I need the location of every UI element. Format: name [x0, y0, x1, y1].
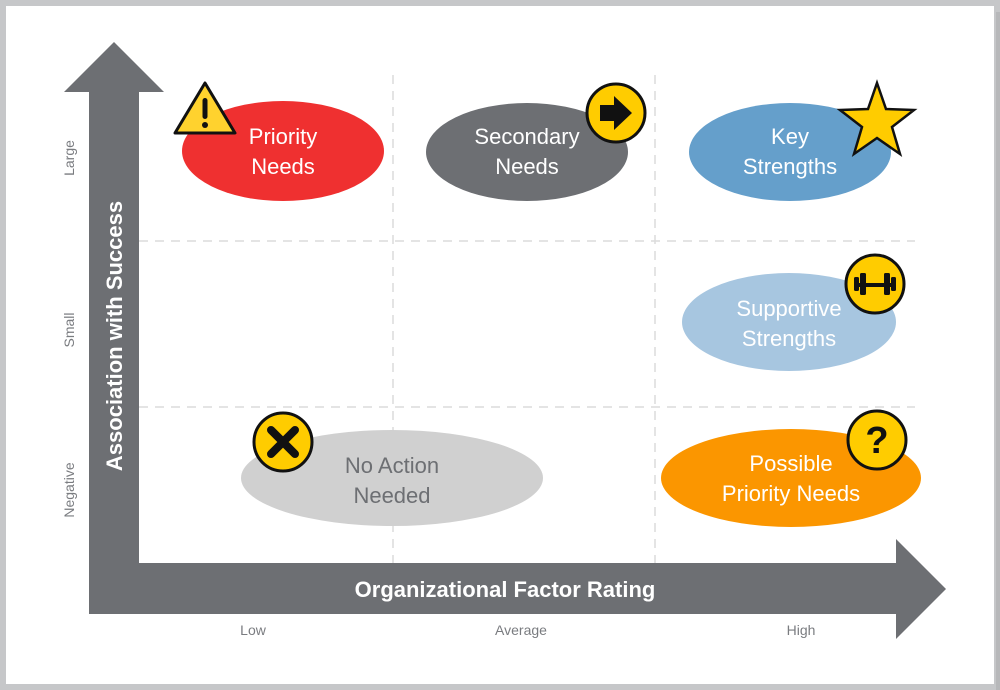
y-tick-large: Large [61, 140, 77, 176]
category-supportive-strengths: Supportive Strengths [682, 253, 906, 371]
priority-needs-label-line2: Needs [251, 154, 315, 179]
no-action-needed-label-line2: Needed [353, 483, 430, 508]
key-strengths-label-line1: Key [771, 124, 809, 149]
y-tick-negative: Negative [61, 462, 77, 517]
supportive-strengths-bubble [682, 273, 896, 371]
no-action-needed-label-line1: No Action [345, 453, 439, 478]
y-axis-arrow [64, 42, 164, 614]
dumbbell-icon [844, 253, 906, 315]
supportive-strengths-label-line1: Supportive [736, 296, 841, 321]
secondary-needs-bubble [426, 103, 628, 201]
y-tick-small: Small [61, 312, 77, 347]
key-strengths-label-line2: Strengths [743, 154, 837, 179]
warning-icon [173, 81, 237, 135]
y-axis-title: Association with Success [102, 201, 127, 471]
x-tick-low: Low [240, 622, 267, 638]
x-icon [252, 411, 314, 473]
category-key-strengths: Key Strengths [689, 79, 918, 201]
arrow-right-icon [585, 82, 647, 144]
x-axis-arrow [89, 539, 946, 639]
no-action-needed-bubble [241, 430, 543, 526]
svg-text:?: ? [865, 420, 888, 462]
x-axis-title: Organizational Factor Rating [355, 577, 656, 602]
x-tick-average: Average [495, 622, 547, 638]
x-tick-high: High [787, 622, 816, 638]
secondary-needs-label-line2: Needs [495, 154, 559, 179]
key-strengths-bubble [689, 103, 891, 201]
possible-priority-needs-label-line2: Priority Needs [722, 481, 860, 506]
category-no-action-needed: No Action Needed [241, 411, 543, 526]
star-icon [836, 79, 918, 158]
secondary-needs-label-line1: Secondary [474, 124, 579, 149]
category-possible-priority-needs: Possible Priority Needs ? [661, 409, 921, 527]
category-secondary-needs: Secondary Needs [426, 82, 647, 201]
possible-priority-needs-label-line1: Possible [749, 451, 832, 476]
question-icon: ? [846, 409, 908, 471]
supportive-strengths-label-line2: Strengths [742, 326, 836, 351]
priority-needs-label-line1: Priority [249, 124, 317, 149]
category-priority-needs: Priority Needs [173, 81, 384, 201]
